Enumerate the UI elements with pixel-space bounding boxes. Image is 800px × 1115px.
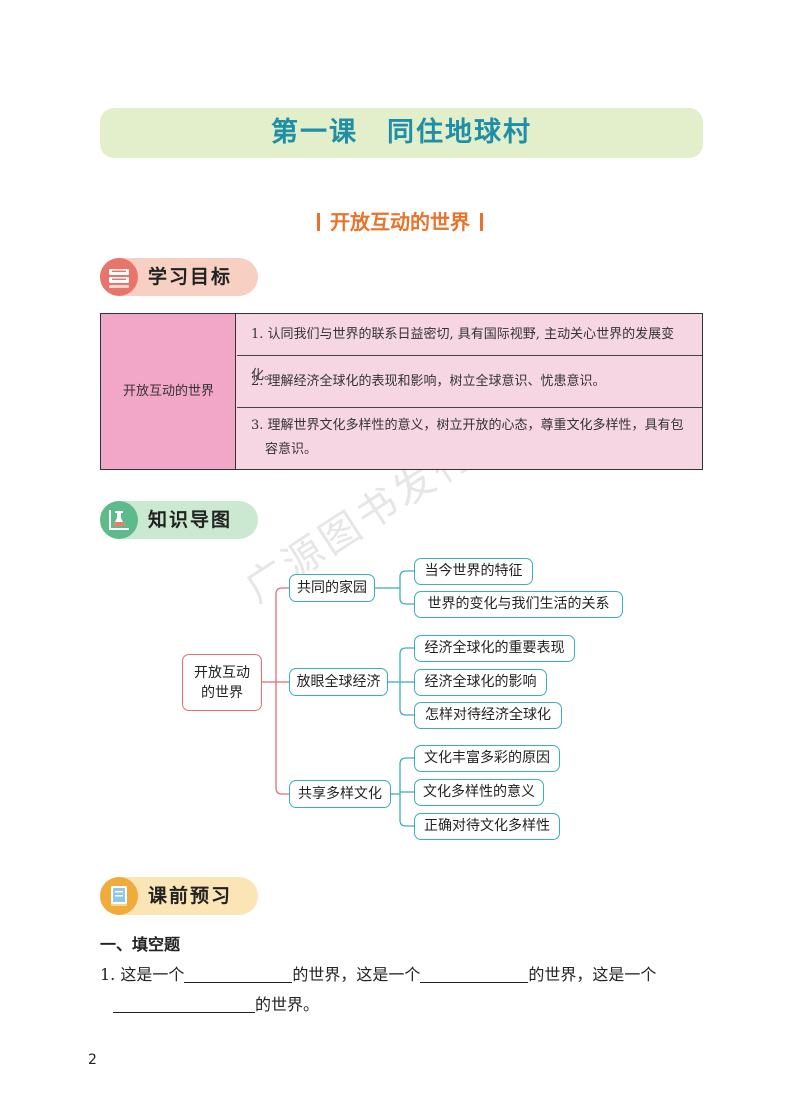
table-divider [237,355,702,356]
answer-blank[interactable] [420,966,529,983]
mindmap-leaf: 经济全球化的影响 [414,669,547,696]
question-text: 的世界，这是一个 [292,965,421,984]
subtitle-bar-left [317,213,320,231]
mindmap-leaf: 文化多样性的意义 [414,779,544,806]
mindmap-branch: 共享多样文化 [289,780,391,808]
mindmap-branch: 共同的家园 [289,574,375,602]
answer-blank[interactable] [113,996,255,1013]
exercise-heading: 一、填空题 [100,935,181,954]
objectives-topic: 开放互动的世界 [122,384,214,399]
mindmap-leaf: 正确对待文化多样性 [414,813,560,840]
subtitle-bar-right [480,213,483,231]
mindmap-leaf: 文化丰富多彩的原因 [414,745,560,772]
title-banner [100,108,703,158]
notebook-icon [100,877,138,915]
objective-item: 2. 理解经济全球化的表现和影响，树立全球意识、忧患意识。 [251,374,606,389]
mindmap-branch: 放眼全球经济 [289,668,388,696]
mindmap-root-line: 开放互动 [194,665,250,681]
section-preview-heading: 课前预习 [100,877,258,915]
objective-item: 1. 认同我们与世界的联系日益密切, 具有国际视野, 主动关心世界的发展变化。 [251,327,675,383]
objective-item-line: 容意识。 [265,442,318,457]
section-preview-label: 课前预习 [148,885,233,907]
question-text: 的世界。 [255,995,320,1014]
books-icon [100,258,138,296]
question-text: 的世界，这是一个 [528,965,657,984]
lesson-subtitle: 开放互动的世界 [200,206,600,235]
section-objectives-heading: 学习目标 [100,258,258,296]
mindmap-leaf: 怎样对待经济全球化 [414,702,562,729]
exercise-question-1: 1. 这是一个 的世界，这是一个 的世界，这是一个 [100,961,720,985]
objective-item-line: 3. 理解世界文化多样性的意义，树立开放的心态，尊重文化多样性，具有包 [251,418,684,433]
mindmap-root: 开放互动 的世界 [182,654,262,711]
exercise-question-1-continued: 的世界。 [113,991,319,1015]
subtitle-text: 开放互动的世界 [330,210,470,234]
question-text: 1. 这是一个 [100,965,185,984]
mindmap-leaf: 经济全球化的重要表现 [414,635,575,662]
page-number: 2 [88,1052,97,1068]
section-mindmap-label: 知识导图 [148,509,233,531]
section-mindmap-heading: 知识导图 [100,501,258,539]
mindmap-root-line: 的世界 [201,685,243,701]
flask-icon [100,501,138,539]
mindmap-leaf: 当今世界的特征 [414,558,533,585]
objective-item: 3. 理解世界文化多样性的意义，树立开放的心态，尊重文化多样性，具有包 容意识。 [237,408,702,469]
mindmap-leaf: 世界的变化与我们生活的关系 [414,591,623,618]
objectives-topic-cell [101,314,236,469]
page-title: 第一课 同住地球村 [271,117,532,148]
section-objectives-label: 学习目标 [148,266,233,288]
table-divider [237,407,702,408]
answer-blank[interactable] [184,966,293,983]
